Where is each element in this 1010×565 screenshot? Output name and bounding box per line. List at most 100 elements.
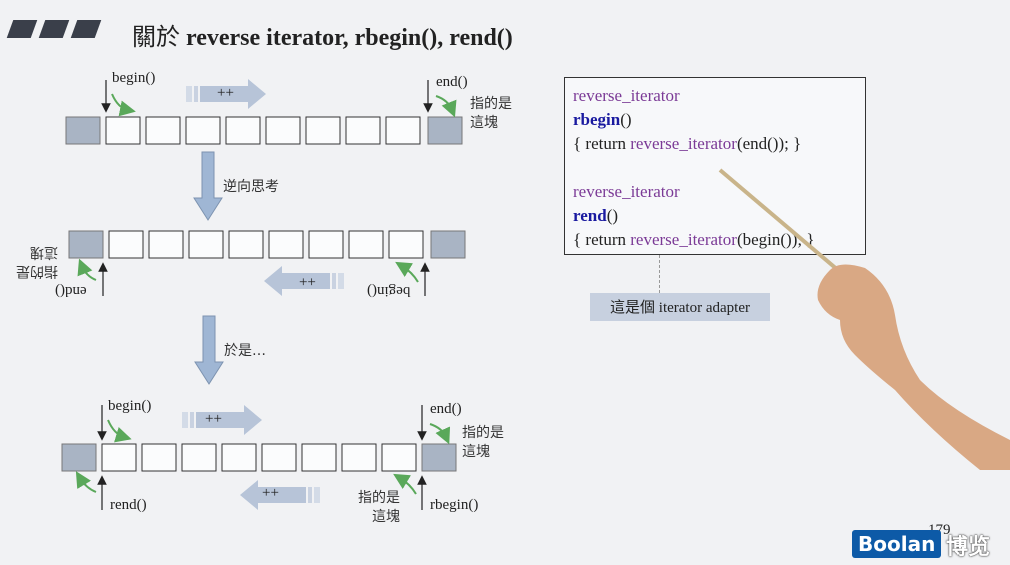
begin-label: begin() <box>112 70 156 86</box>
green-curve <box>429 423 451 445</box>
note-line: 這塊 <box>372 509 400 525</box>
plusplus-label: ++ <box>262 485 279 501</box>
cell <box>268 230 304 259</box>
cell <box>261 443 297 472</box>
cell <box>388 230 424 259</box>
note-line: 指的是 <box>462 425 504 441</box>
plusplus-label-flipped: ++ <box>299 273 316 289</box>
arrow-tail <box>190 412 194 428</box>
green-curve <box>395 261 419 283</box>
points-here-note: 指的是 這塊 <box>462 424 504 462</box>
rend-label: rend() <box>110 497 147 513</box>
begin-label: begin() <box>108 398 152 414</box>
cell <box>308 230 344 259</box>
note-line: 這塊 <box>470 115 498 131</box>
plusplus-arrow-left <box>240 480 306 510</box>
cell <box>145 116 181 145</box>
iterator-adapter-note: 這是個 iterator adapter <box>590 293 770 321</box>
cell <box>225 116 261 145</box>
adapter-cjk: 這是個 <box>610 298 656 316</box>
adapter-text: iterator adapter <box>655 300 750 316</box>
code-line: rend() <box>573 204 857 228</box>
plusplus-label: ++ <box>217 85 234 101</box>
code-text: { return <box>573 230 631 249</box>
down-arrow <box>194 315 224 385</box>
cell <box>105 116 141 145</box>
code-text: { return <box>573 134 631 153</box>
cell <box>385 116 421 145</box>
code-text: () <box>606 206 619 225</box>
cell <box>301 443 337 472</box>
plusplus-arrow-right <box>196 405 262 435</box>
code-text: () <box>620 110 632 129</box>
cell-gray <box>430 230 466 259</box>
cell <box>348 230 384 259</box>
note-line: 指的是 <box>470 96 512 112</box>
cell <box>148 230 184 259</box>
note-line: 指的是 <box>358 490 400 506</box>
code-text: (end()); } <box>736 134 802 153</box>
cell <box>101 443 137 472</box>
green-curve <box>107 419 132 443</box>
code-function: reverse_iterator <box>630 134 737 153</box>
code-keyword: rbegin <box>573 110 621 129</box>
begin-label-flipped: begin() <box>367 283 411 299</box>
diagram-2 <box>68 230 466 385</box>
plusplus-label: ++ <box>205 411 222 427</box>
cell <box>188 230 224 259</box>
diagram-1 <box>65 79 463 221</box>
title-cjk: 關於 <box>132 23 180 51</box>
cell <box>221 443 257 472</box>
cell <box>181 443 217 472</box>
cell <box>381 443 417 472</box>
green-curve <box>435 95 457 118</box>
arrow-tail <box>308 487 312 503</box>
presenter-hand <box>718 168 1010 470</box>
step-reverse-thinking: 逆向思考 <box>223 179 279 195</box>
code-line: rbegin() <box>573 108 857 132</box>
down-arrow <box>193 151 223 221</box>
arrow-tail <box>314 487 320 503</box>
note-line: 這塊 <box>462 444 490 460</box>
green-curve <box>77 258 97 281</box>
end-label-flipped: end() <box>55 283 87 299</box>
note-line: 指的是 <box>16 263 58 279</box>
cell-gray <box>65 116 101 145</box>
end-label: end() <box>430 401 462 417</box>
iterator-diagrams <box>61 79 466 510</box>
cell <box>108 230 144 259</box>
boolan-logo-cjk: 博览 <box>946 535 991 560</box>
arrow-tail <box>194 86 198 102</box>
code-line: reverse_iterator <box>573 182 680 201</box>
code-line: reverse_iterator <box>573 86 680 105</box>
rbegin-points-here-note: 指的是 這塊 <box>358 489 400 527</box>
cell-gray <box>421 443 457 472</box>
code-function: reverse_iterator <box>630 230 737 249</box>
end-label: end() <box>436 74 468 90</box>
code-line: { return reverse_iterator(end()); } <box>573 132 857 156</box>
note-line: 這塊 <box>30 244 58 260</box>
arrow-tail <box>182 412 188 428</box>
points-here-note: 指的是 這塊 <box>470 95 512 133</box>
diagram-3 <box>61 405 457 510</box>
cell <box>341 443 377 472</box>
code-keyword: rend <box>573 206 607 225</box>
cell <box>305 116 341 145</box>
cell <box>185 116 221 145</box>
points-here-note-flipped: 指的是 這塊 <box>16 242 58 280</box>
green-curve <box>393 473 417 495</box>
green-curve <box>75 471 97 493</box>
rbegin-label: rbegin() <box>430 497 479 513</box>
slide-title: 關於 reverse iterator, rbegin(), rend() <box>132 17 513 52</box>
cell <box>141 443 177 472</box>
hand-shape <box>817 264 1010 470</box>
green-curve <box>111 93 136 117</box>
plusplus-arrow-right <box>200 79 266 109</box>
cell <box>228 230 264 259</box>
plusplus-arrow-left <box>264 266 330 296</box>
boolan-logo: Boolan <box>852 530 942 558</box>
arrow-tail <box>186 86 192 102</box>
arrow-tail <box>332 273 336 289</box>
step-therefore: 於是… <box>224 343 266 359</box>
cell <box>345 116 381 145</box>
